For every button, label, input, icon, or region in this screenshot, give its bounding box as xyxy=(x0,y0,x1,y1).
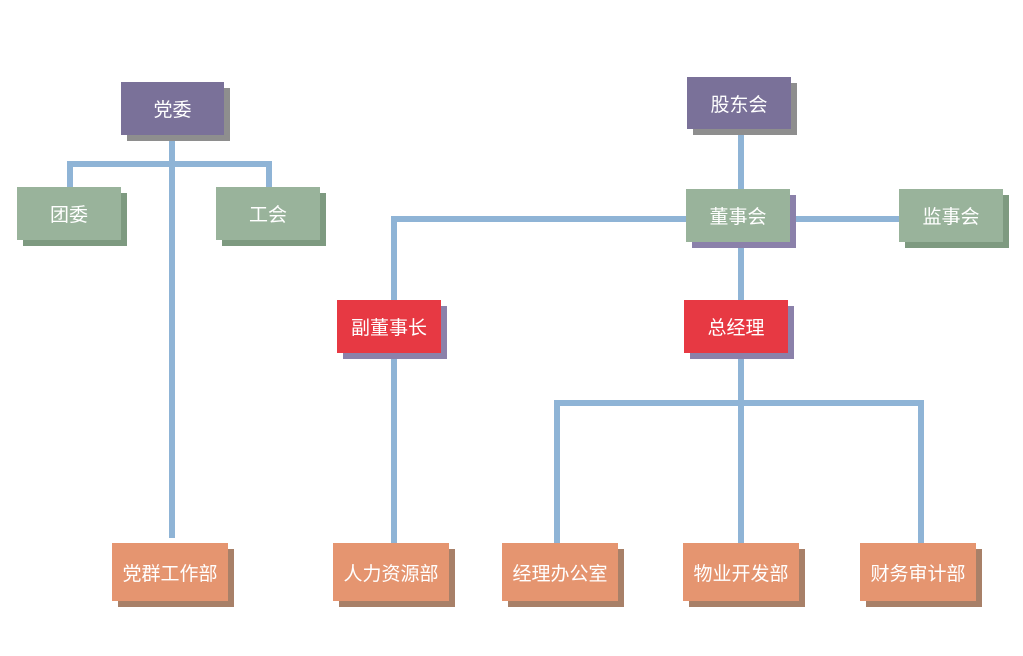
node-tuanwei: 团委 xyxy=(17,187,121,240)
node-dongshihui: 董事会 xyxy=(686,189,790,242)
node-zongjingli: 总经理 xyxy=(684,300,788,353)
node-dangwei: 党委 xyxy=(121,82,224,135)
connector-tuanwei-drop xyxy=(67,161,73,189)
node-wuye: 物业开发部 xyxy=(683,543,799,601)
node-caiwu: 财务审计部 xyxy=(860,543,976,601)
connector-dongshihui-horizontal xyxy=(391,216,901,222)
node-fudongshizhang: 副董事长 xyxy=(337,300,441,353)
connector-caiwu-drop xyxy=(918,400,924,545)
connector-gonghui-drop xyxy=(266,161,272,189)
connector-dongshihui-zongjingli xyxy=(738,245,744,305)
node-renli: 人力资源部 xyxy=(333,543,449,601)
node-jinglibangongshi: 经理办公室 xyxy=(502,543,618,601)
connector-fudongshizhang-renli xyxy=(391,355,397,545)
connector-dangwei-horizontal xyxy=(67,161,272,167)
connector-fudongshizhang-drop xyxy=(391,216,397,304)
connector-gudonghui-dongshihui xyxy=(738,134,744,192)
connector-dangwei-vertical xyxy=(169,138,175,538)
connector-jinglibangongshi-drop xyxy=(554,400,560,545)
node-jianshihui: 监事会 xyxy=(899,189,1003,242)
connector-departments-horizontal xyxy=(554,400,924,406)
node-gudonghui: 股东会 xyxy=(687,77,791,129)
node-gonghui: 工会 xyxy=(216,187,320,240)
node-dangqun: 党群工作部 xyxy=(112,543,228,601)
connector-zongjingli-vertical xyxy=(738,355,744,545)
